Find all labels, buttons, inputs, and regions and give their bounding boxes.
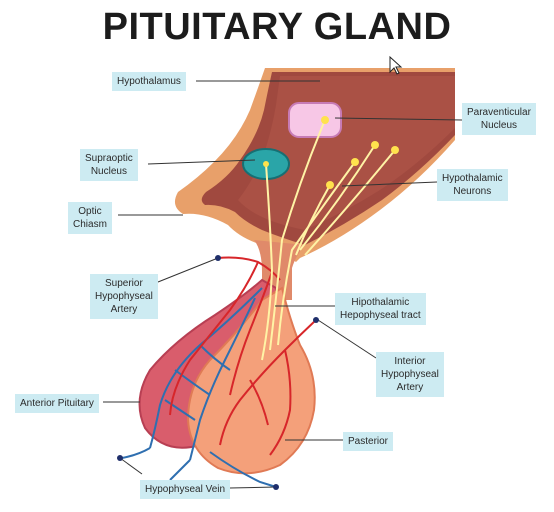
label-anterior-pituitary: Anterior Pituitary <box>15 394 99 413</box>
paraventricular-nucleus-shape <box>288 102 342 138</box>
mouse-pointer-icon <box>389 55 403 75</box>
label-hypophyseal-vein: Hypophyseal Vein <box>140 480 231 499</box>
neuron-stars <box>263 116 399 189</box>
label-posterior: Pasterior <box>343 432 394 451</box>
label-hypothalamus: Hypothalamus <box>112 72 186 91</box>
leader-lines <box>103 80 463 489</box>
vein-network <box>121 287 277 488</box>
artery-network <box>169 256 317 456</box>
page-title: PITUITARY GLAND <box>102 6 452 48</box>
leader-dots <box>117 255 319 490</box>
nerve-fibers <box>261 119 396 361</box>
